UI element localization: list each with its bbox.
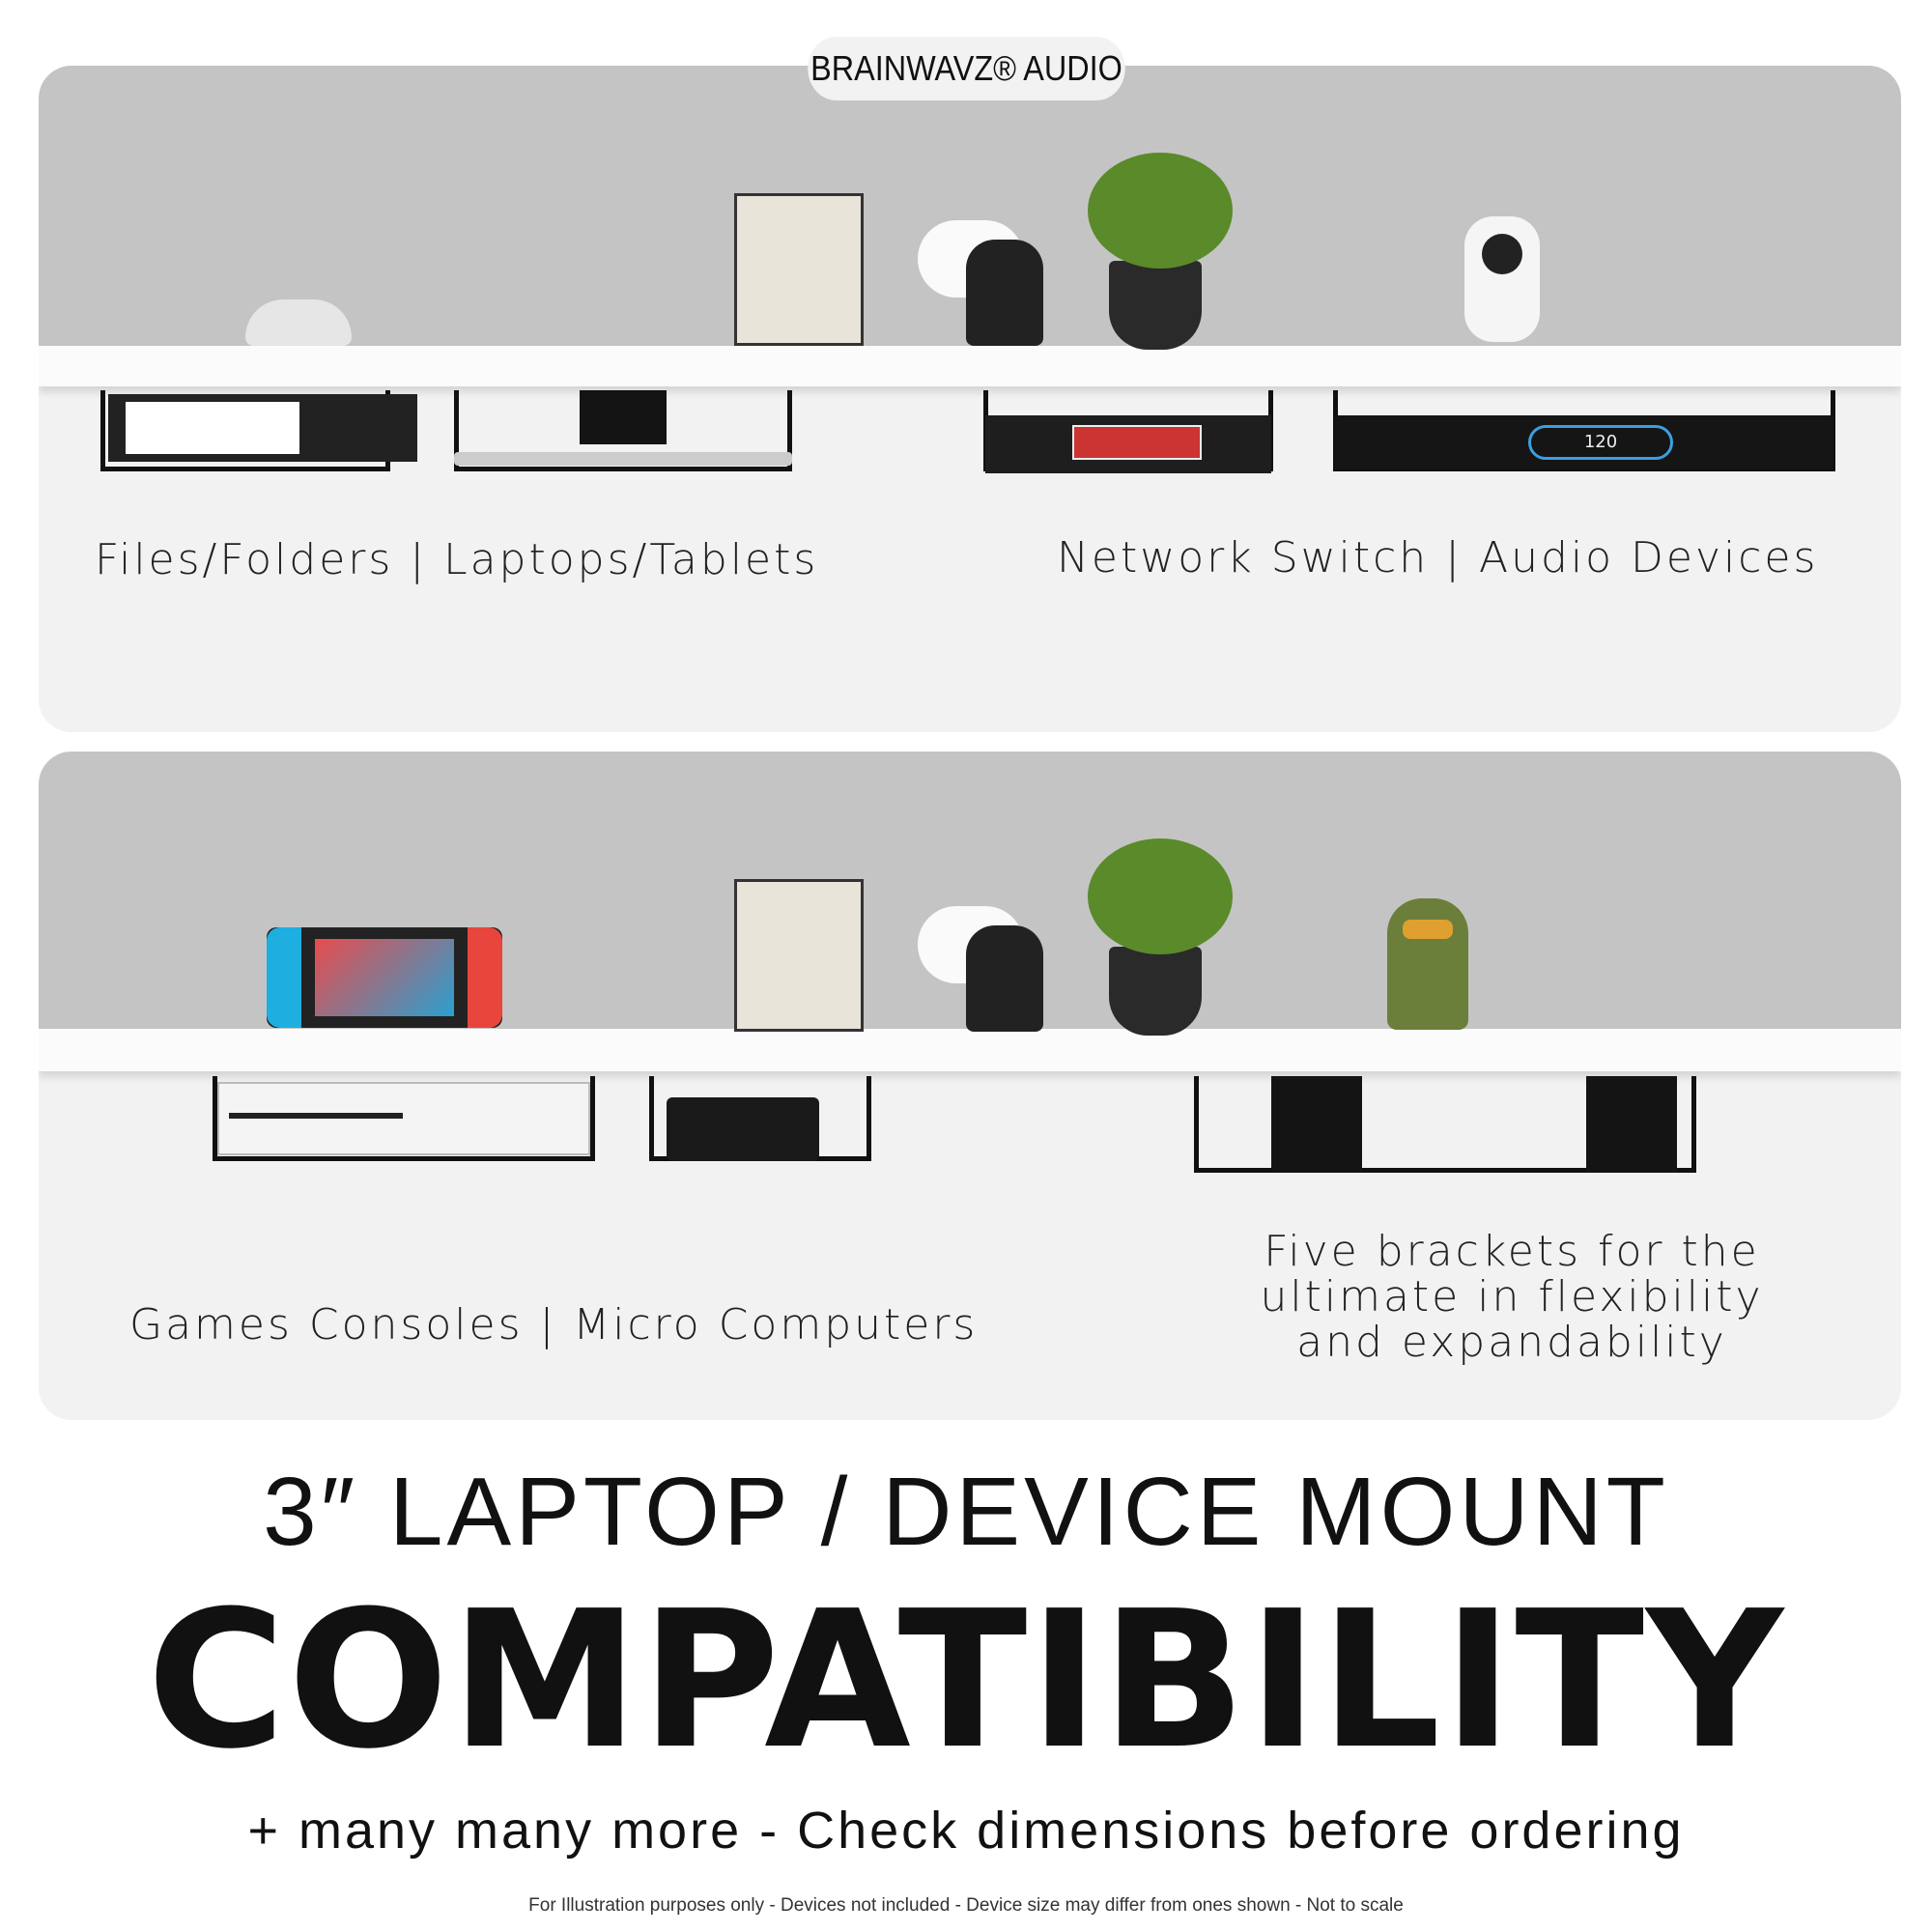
brand-logo: BRAINWAVZ® AUDIO bbox=[808, 37, 1125, 100]
controller-stand bbox=[908, 906, 1053, 1032]
bracket-clamp bbox=[580, 390, 667, 444]
smart-speaker bbox=[245, 299, 352, 346]
micro-computer bbox=[667, 1097, 819, 1161]
panel-top: 120 Files/Folders | Laptops/Tablets Netw… bbox=[39, 66, 1901, 732]
bracket bbox=[213, 1076, 595, 1161]
label-consoles-computers: Games Consoles | Micro Computers bbox=[129, 1300, 979, 1350]
bracket-clamp bbox=[1586, 1076, 1677, 1173]
bracket bbox=[1194, 1076, 1696, 1173]
network-switch bbox=[985, 415, 1271, 473]
panel-bottom: Games Consoles | Micro Computers Five br… bbox=[39, 752, 1901, 1420]
disclaimer: For Illustration purposes only - Devices… bbox=[528, 1895, 1404, 1916]
controller-stand bbox=[908, 220, 1053, 346]
label-files-laptops: Files/Folders | Laptops/Tablets bbox=[95, 535, 819, 584]
funko-box bbox=[734, 879, 864, 1032]
bracket-clamp bbox=[1271, 1076, 1362, 1173]
plant bbox=[1088, 838, 1233, 954]
note-brackets: Five brackets for the ultimate in flexib… bbox=[1159, 1229, 1864, 1365]
bracket bbox=[454, 390, 792, 471]
game-console bbox=[217, 1082, 590, 1155]
audio-display: 120 bbox=[1528, 425, 1673, 460]
plant-pot bbox=[1109, 261, 1202, 350]
file-box bbox=[108, 394, 417, 462]
laptop bbox=[454, 452, 792, 466]
note-line: Five brackets for the bbox=[1264, 1227, 1760, 1276]
label-network-audio: Network Switch | Audio Devices bbox=[1057, 533, 1819, 582]
game-console-handheld bbox=[267, 927, 502, 1028]
subline: + many many more - Check dimensions befo… bbox=[247, 1802, 1685, 1860]
headline-line1: 3″ LAPTOP / DEVICE MOUNT bbox=[263, 1458, 1669, 1566]
shelf bbox=[39, 1029, 1901, 1071]
headline-line2: COMPATIBILITY bbox=[146, 1571, 1786, 1791]
security-camera bbox=[1464, 216, 1540, 342]
shelf bbox=[39, 346, 1901, 386]
plant bbox=[1088, 153, 1233, 269]
note-line: ultimate in flexibility bbox=[1260, 1272, 1764, 1321]
funko-box bbox=[734, 193, 864, 346]
audio-device: 120 bbox=[1335, 415, 1833, 469]
plant-pot bbox=[1109, 947, 1202, 1036]
note-line: and expandability bbox=[1296, 1318, 1727, 1367]
figurine bbox=[1387, 898, 1468, 1030]
